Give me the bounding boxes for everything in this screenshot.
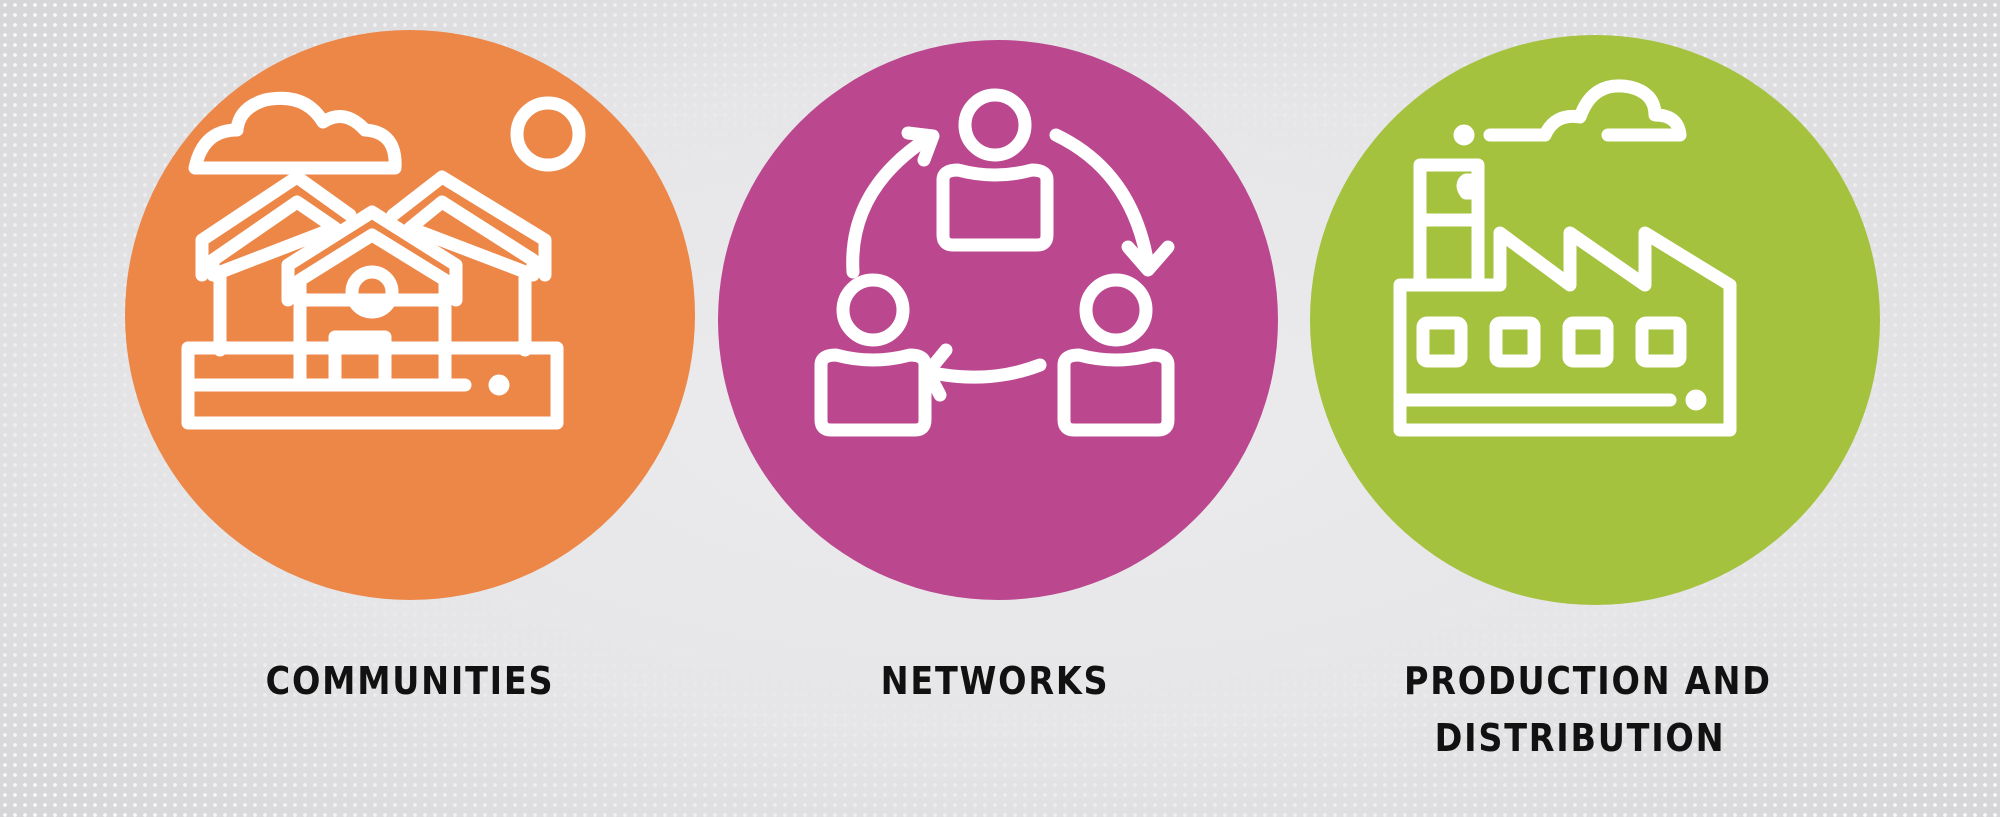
houses-icon	[181, 91, 586, 430]
networks-circle	[718, 40, 1278, 600]
production-label-line2: DISTRIBUTION	[1434, 716, 1726, 760]
factory-icon	[1393, 79, 1737, 437]
people-network-cycle-icon	[814, 88, 1175, 437]
production-circle	[1310, 35, 1880, 605]
communities-label: COMMUNITIES	[265, 659, 555, 703]
production-label-line1: PRODUCTION AND	[1404, 659, 1772, 703]
communities-circle	[125, 30, 695, 600]
networks-label: NETWORKS	[880, 659, 1110, 703]
